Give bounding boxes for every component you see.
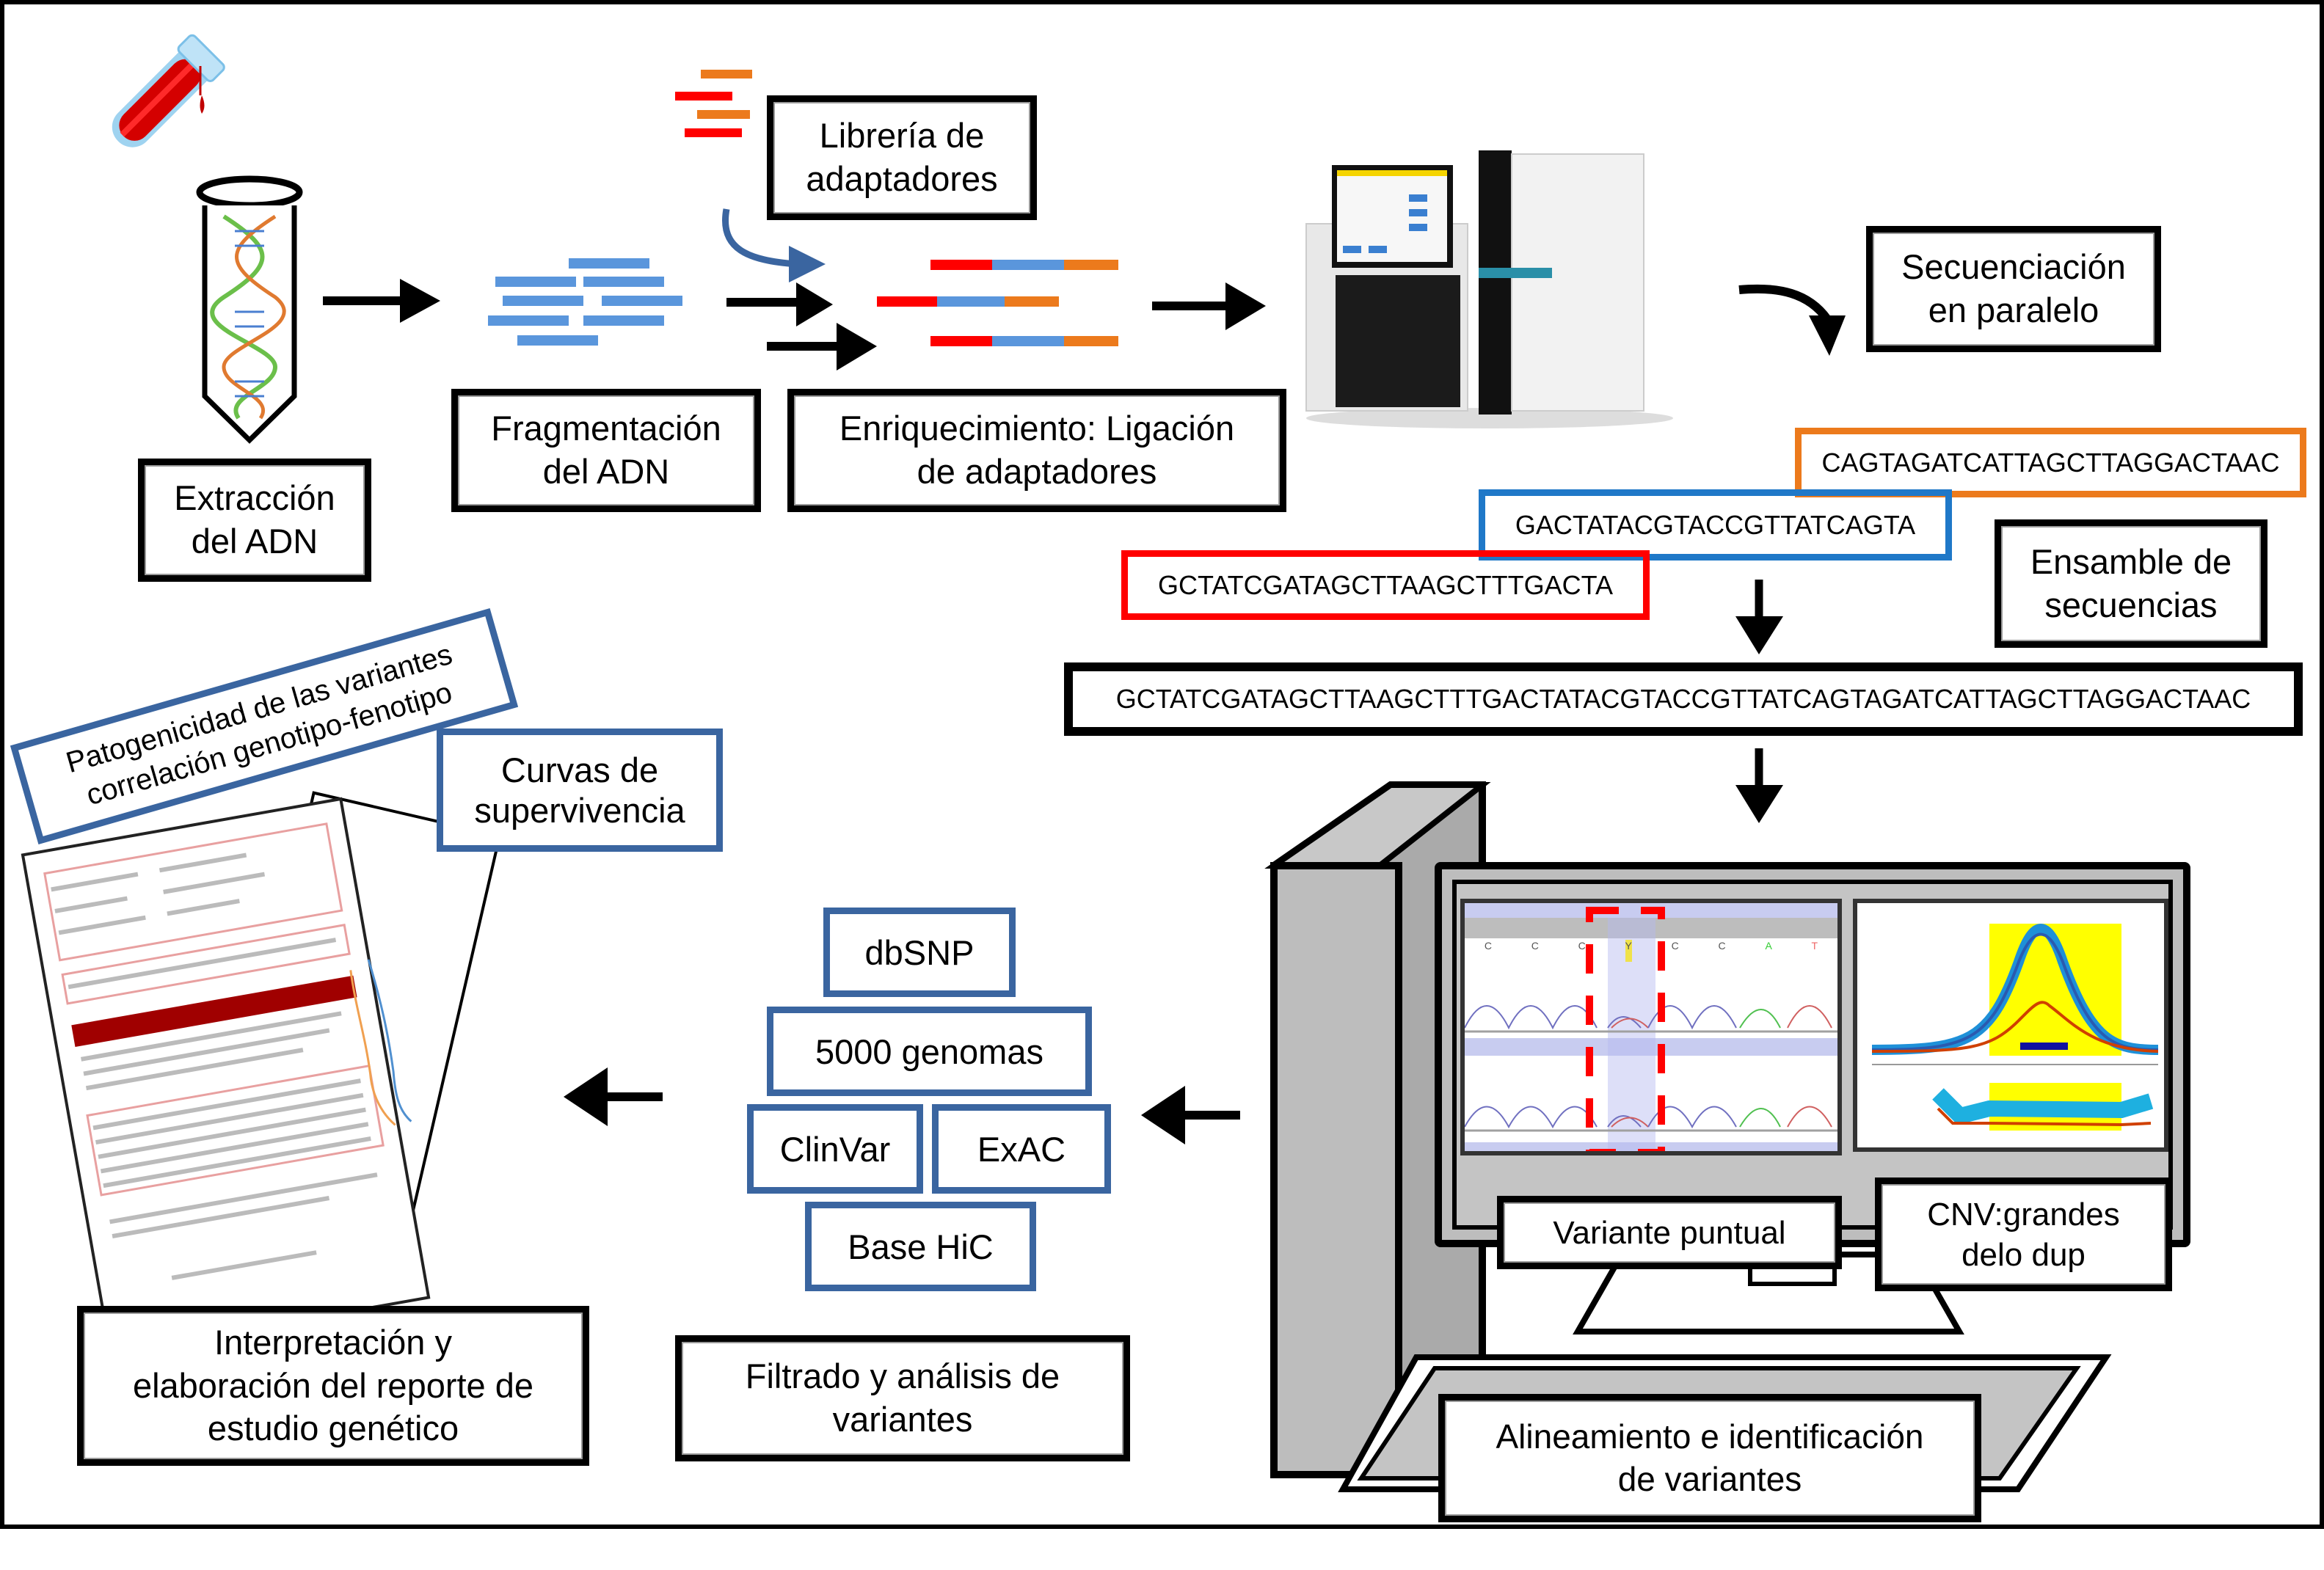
base-label: A — [1765, 940, 1772, 952]
step-alignment-box: Alineamiento e identificación de variant… — [1438, 1394, 1981, 1522]
step-extraction-box: Extracción del ADN — [138, 459, 371, 582]
curved-arrow-down-icon — [1738, 284, 1846, 356]
db-5000-genomes: 5000 genomas — [767, 1007, 1092, 1096]
point-variant-label: Variante puntual — [1497, 1196, 1842, 1269]
db-base-hic: Base HiC — [805, 1202, 1036, 1291]
chromatogram-trace — [1465, 907, 1837, 1151]
db-dbsnp: dbSNP — [823, 908, 1016, 997]
genetic-report-document-icon — [21, 791, 502, 1356]
arrow-right-icon — [767, 323, 877, 370]
arrow-right-icon — [323, 279, 440, 323]
arrow-down-icon — [1735, 748, 1783, 823]
base-label: C — [1531, 940, 1539, 952]
arrow-left-icon — [565, 1067, 660, 1126]
blood-tube-icon — [112, 34, 225, 147]
read-orange: CAGTAGATCATTAGCTTAGGACTAAC — [1795, 428, 2306, 497]
arrow-down-icon — [1735, 580, 1783, 654]
cnv-label: CNV:grandes delo dup — [1875, 1178, 2172, 1291]
survival-curves-label: Curvas de supervivencia — [437, 729, 723, 852]
arrow-left-icon — [564, 1067, 663, 1126]
figure-frame — [0, 0, 2324, 1529]
db-exac: ExAC — [932, 1104, 1111, 1194]
step-fragmentation-box: Fragmentación del ADN — [451, 389, 761, 512]
read-red: GCTATCGATAGCTTAAGCTTTGACTA — [1121, 550, 1650, 620]
base-label: C — [1484, 940, 1492, 952]
arrow-left-icon — [1141, 1086, 1240, 1144]
sequencer-machine-icon — [1305, 150, 1673, 428]
curved-arrow-icon — [722, 208, 826, 282]
base-label: T — [1811, 940, 1818, 952]
step-enrichment-box: Enriquecimiento: Ligación de adaptadores — [787, 389, 1286, 512]
db-clinvar: ClinVar — [747, 1104, 923, 1194]
arrow-right-icon — [726, 282, 833, 326]
dna-tube-icon — [196, 175, 303, 444]
step-interpretation-box: Interpretación y elaboración del reporte… — [77, 1306, 589, 1466]
step-adapter-library-box: Librería de adaptadores — [767, 95, 1037, 220]
step-sequencing-box: Secuenciación en paralelo — [1866, 226, 2161, 352]
base-label: C — [1578, 940, 1586, 952]
chromatogram-panel: C C C Y C C A T — [1460, 899, 1842, 1155]
base-label: Y — [1625, 940, 1632, 962]
step-filtering-box: Filtrado y análisis de variantes — [675, 1335, 1130, 1461]
base-label: C — [1671, 940, 1679, 952]
assembled-sequence: GCTATCGATAGCTTAAGCTTTGACTATACGTACCGTTATC… — [1064, 662, 2303, 736]
step-assembly-box: Ensamble de secuencias — [1995, 519, 2267, 648]
cnv-plot-panel — [1853, 899, 2168, 1152]
read-blue: GACTATACGTACCGTTATCAGTA — [1479, 489, 1952, 561]
chromatogram-bases-top: C C C Y C C A T — [1465, 940, 1837, 962]
computer-tower-icon — [1264, 781, 1491, 1478]
arrow-right-icon — [1152, 282, 1266, 330]
cnv-plot — [1871, 924, 2159, 1131]
base-label: C — [1718, 940, 1726, 952]
